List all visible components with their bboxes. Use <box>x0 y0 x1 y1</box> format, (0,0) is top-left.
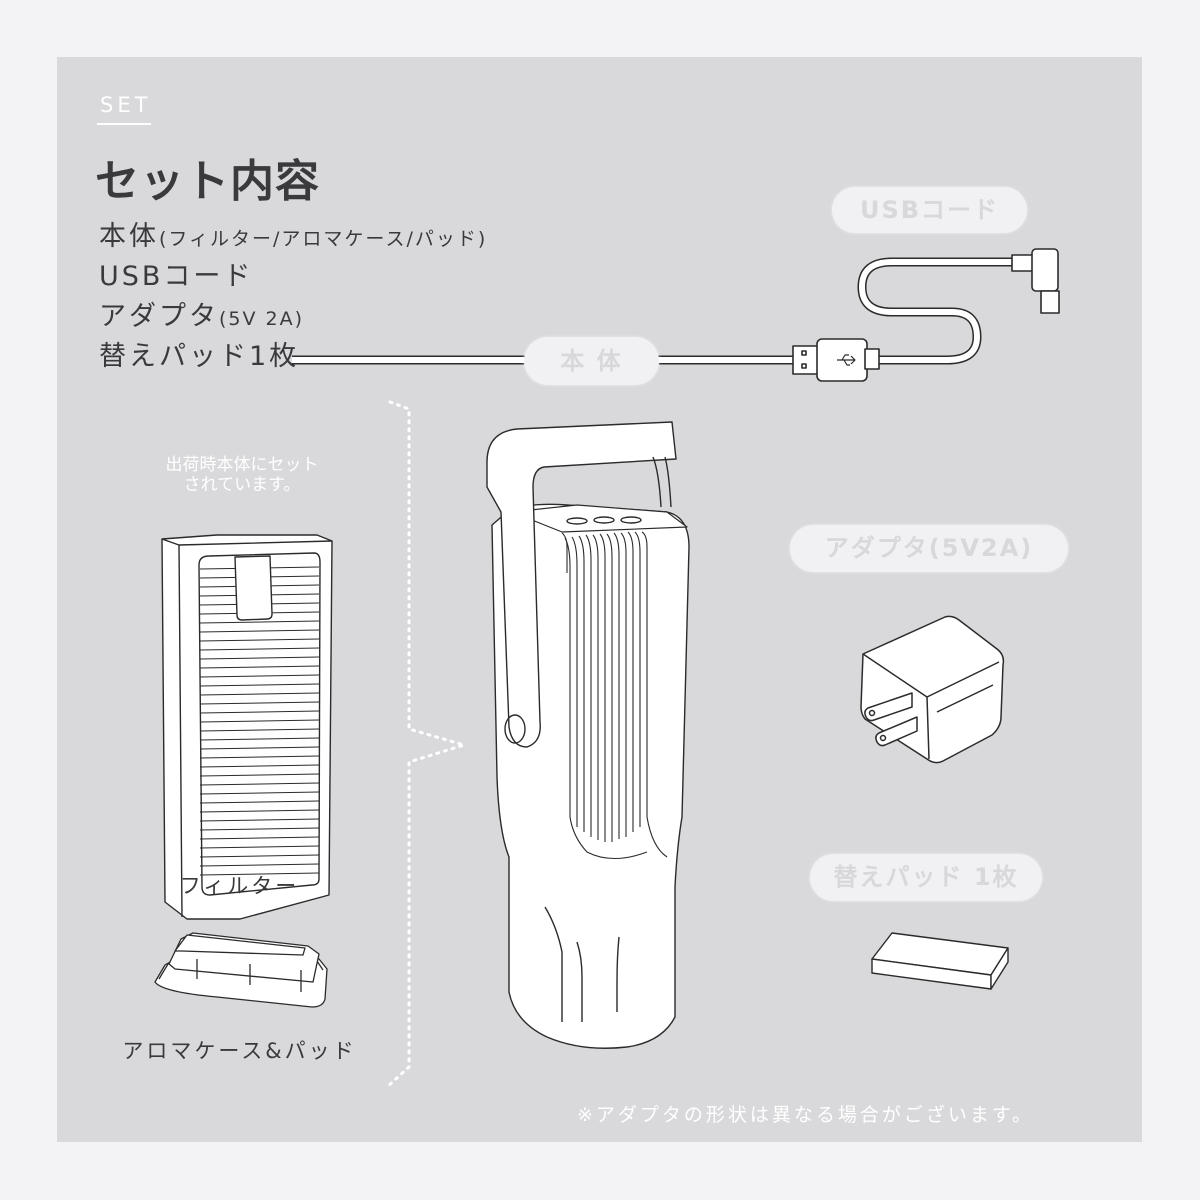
spare-pad-label: 替えパッド 1枚 <box>810 854 1042 901</box>
preinstalled-note-line2: されています。 <box>183 475 301 495</box>
air-purifier-unit-icon <box>486 421 690 1049</box>
list-item-main: USBコード <box>99 261 254 292</box>
list-item-sub: (フィルター/アロマケース/パッド) <box>159 228 488 250</box>
eyebrow-label: SET <box>100 93 152 117</box>
list-item-main: アダプタ <box>99 301 219 332</box>
list-item: 替えパッド1枚 <box>99 337 487 377</box>
preinstalled-note-line1: 出荷時本体にセット <box>165 455 319 475</box>
list-item: 本体(フィルター/アロマケース/パッド) <box>99 217 487 257</box>
list-item-sub: (5V 2A) <box>219 308 305 330</box>
list-item: アダプタ(5V 2A) <box>99 297 487 337</box>
list-item: USBコード <box>99 257 487 297</box>
usb-cable-icon <box>292 248 1060 382</box>
preinstalled-note: 出荷時本体にセット されています。 <box>137 455 347 495</box>
aroma-case-caption: アロマケース&パッド <box>122 1039 357 1063</box>
list-item-main: 替えパッド1枚 <box>99 341 300 372</box>
adapter-label: アダプタ(5V2A) <box>790 525 1068 572</box>
eyebrow-underline <box>97 123 151 125</box>
footnote: ※アダプタの形状は異なる場合がございます。 <box>577 1104 1035 1126</box>
spare-pad-icon <box>871 932 1009 990</box>
dotted-bracket-icon <box>385 400 470 1089</box>
usb-cord-label: USBコード <box>832 187 1027 233</box>
set-contents-panel: SET セット内容 本体(フィルター/アロマケース/パッド) USBコード アダ… <box>57 57 1142 1142</box>
filter-icon <box>161 534 333 920</box>
contents-list: 本体(フィルター/アロマケース/パッド) USBコード アダプタ(5V 2A) … <box>99 217 487 377</box>
aroma-case-icon <box>154 932 328 1008</box>
ac-adapter-icon <box>860 615 1005 764</box>
main-unit-label: 本 体 <box>524 337 659 385</box>
page-title: セット内容 <box>95 156 320 207</box>
list-item-main: 本体 <box>99 221 159 252</box>
filter-caption: フィルター <box>179 874 300 898</box>
